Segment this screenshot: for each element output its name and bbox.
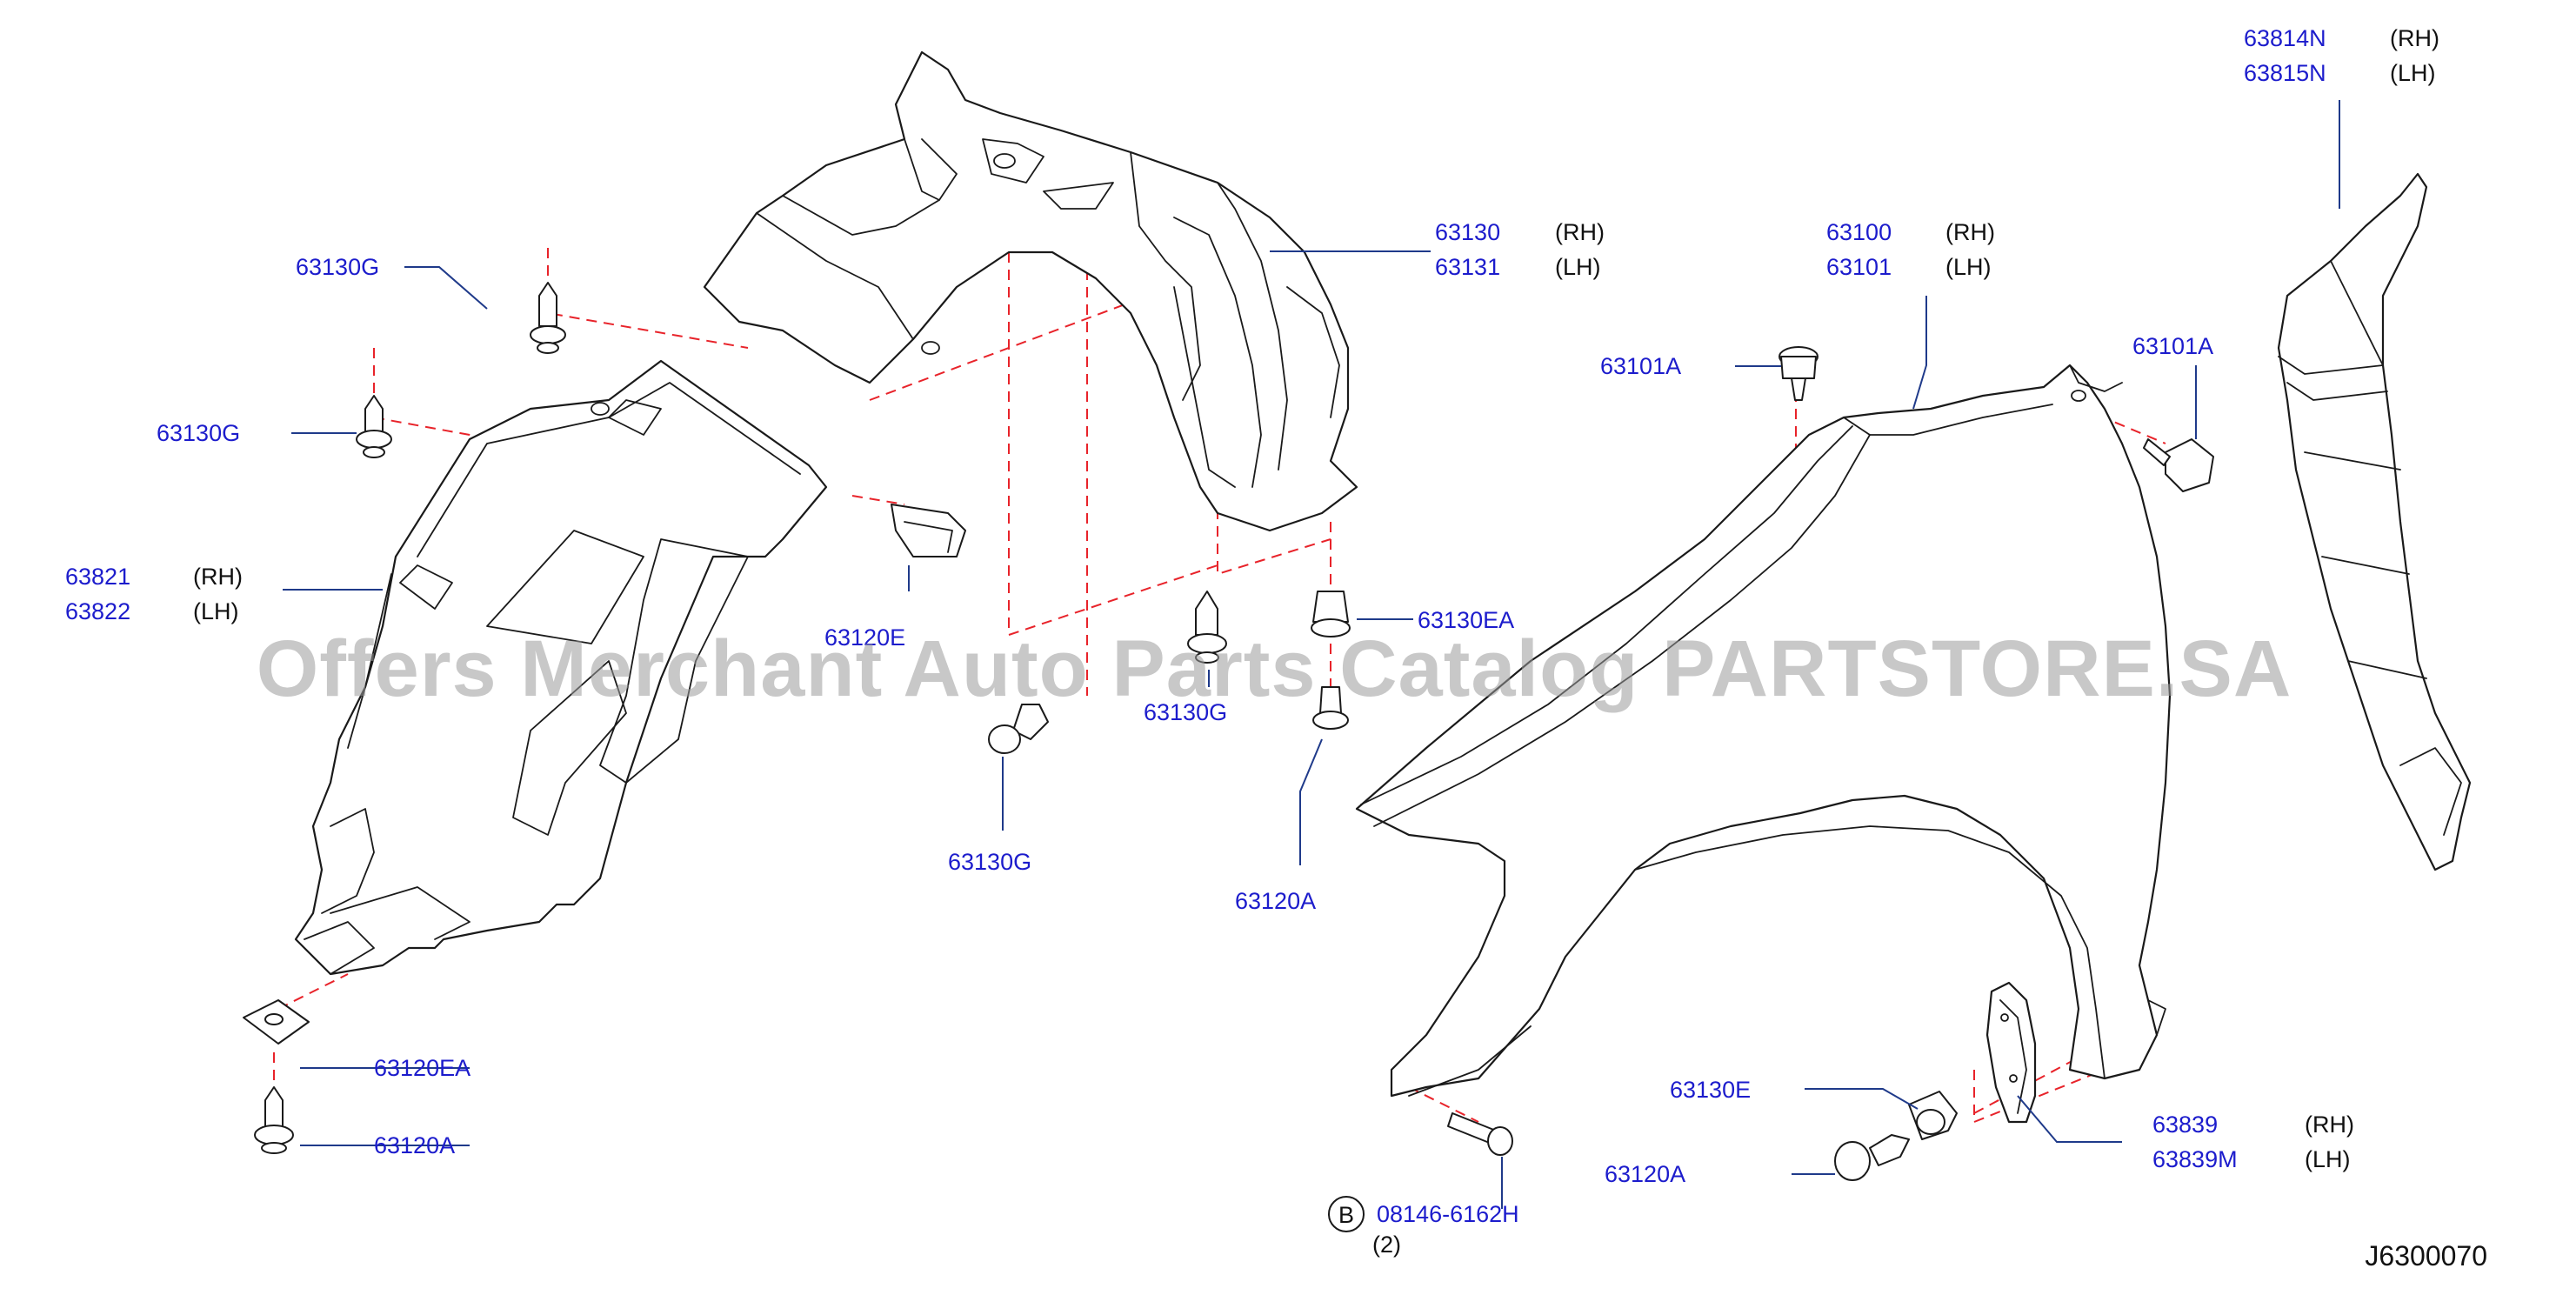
callout-2-side: (RH): [193, 564, 243, 590]
callout-10-part[interactable]: 63130EA: [1418, 607, 1514, 633]
callout-20-part[interactable]: 63120A: [1605, 1161, 1685, 1187]
callout-23-part[interactable]: 08146-6162H: [1377, 1201, 1519, 1227]
callout-14-side: (RH): [1945, 219, 1995, 245]
callout-5-part[interactable]: 63120A: [374, 1132, 455, 1158]
callout-22-part[interactable]: 63839M: [2152, 1146, 2238, 1172]
callout-14-part[interactable]: 63100: [1826, 219, 1892, 245]
callout-16-part[interactable]: 63101A: [2132, 333, 2213, 359]
clip-63130g-c[interactable]: [1187, 591, 1227, 664]
callout-3-side: (LH): [193, 598, 239, 624]
clip-63130g-d[interactable]: [988, 704, 1049, 754]
mud-guard[interactable]: [1985, 981, 2037, 1124]
bolt-quantity: (2): [1372, 1232, 1401, 1258]
callout-18-side: (LH): [2390, 60, 2436, 86]
callout-labels: 63130G 63130G 63821 (RH) 63822 (LH) 6312…: [65, 25, 2439, 1227]
callout-2-part[interactable]: 63821: [65, 564, 130, 590]
callout-21-part[interactable]: 63839: [2152, 1111, 2218, 1138]
bolt-08146[interactable]: [1447, 1112, 1513, 1156]
callout-17-part[interactable]: 63814N: [2244, 25, 2326, 51]
callout-15-side: (LH): [1945, 254, 1992, 280]
callout-1-part[interactable]: 63130G: [157, 420, 240, 446]
callout-3-part[interactable]: 63822: [65, 598, 130, 624]
callout-11-part[interactable]: 63130G: [1144, 699, 1227, 725]
watermark: Offers Merchant Auto Parts Catalog PARTS…: [257, 624, 2292, 713]
bolt-63101a-right[interactable]: [2143, 438, 2214, 492]
callout-21-side: (RH): [2305, 1111, 2354, 1138]
front-fender[interactable]: [1355, 364, 2172, 1098]
callout-6-side: (RH): [1555, 219, 1605, 245]
clip-63130e[interactable]: [1908, 1091, 1958, 1140]
bolt-63120a-right[interactable]: [1834, 1134, 1910, 1181]
clip-63120ea-left[interactable]: [243, 999, 310, 1045]
callout-15-part[interactable]: 63101: [1826, 254, 1892, 280]
rear-fender-protector[interactable]: [703, 50, 1358, 532]
callout-22-side: (LH): [2305, 1146, 2351, 1172]
bolt-63120a-mid[interactable]: [1312, 686, 1349, 730]
callout-7-side: (LH): [1555, 254, 1601, 280]
diagram-code: J6300070: [2365, 1240, 2487, 1272]
bolt-63101a-left[interactable]: [1779, 346, 1819, 401]
callout-6-part[interactable]: 63130: [1435, 219, 1500, 245]
leader-lines: [283, 100, 2340, 1209]
clip-63120e[interactable]: [891, 504, 966, 557]
callout-4-part[interactable]: 63120EA: [374, 1055, 470, 1081]
callout-7-part[interactable]: 63131: [1435, 254, 1500, 280]
callout-13-part[interactable]: 63101A: [1600, 353, 1681, 379]
bolt-marker-letter: B: [1338, 1202, 1354, 1228]
callout-9-part[interactable]: 63130G: [948, 849, 1031, 875]
clip-63130ea[interactable]: [1311, 591, 1351, 637]
callout-19-part[interactable]: 63130E: [1670, 1077, 1751, 1103]
callout-0-part[interactable]: 63130G: [296, 254, 379, 280]
bolt-marker: B (2): [1328, 1196, 1401, 1258]
clip-63130g-b[interactable]: [356, 395, 392, 458]
callout-8-part[interactable]: 63120E: [824, 624, 905, 651]
bolt-marker-circle: [1328, 1196, 1365, 1232]
fender-seal[interactable]: [2277, 172, 2472, 871]
front-fender-protector[interactable]: [294, 359, 828, 976]
clip-63130g-a[interactable]: [530, 282, 566, 354]
callout-12-part[interactable]: 63120A: [1235, 888, 1316, 914]
callout-18-part[interactable]: 63815N: [2244, 60, 2326, 86]
callout-17-side: (RH): [2390, 25, 2439, 51]
bolt-63120a-left[interactable]: [254, 1086, 294, 1154]
